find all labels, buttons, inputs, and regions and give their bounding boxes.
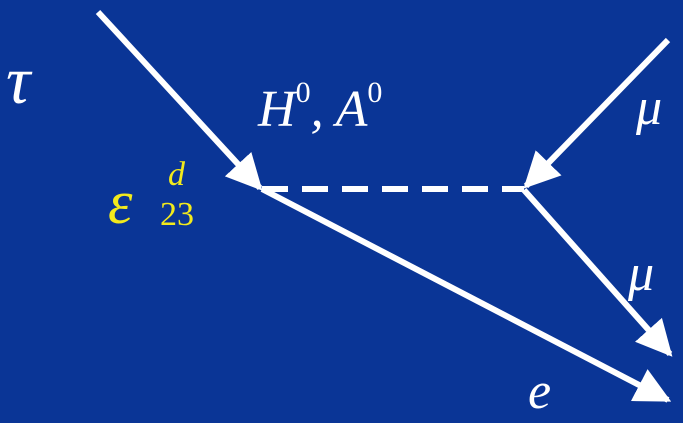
electron-propagator-line [260, 186, 672, 403]
mediator-a-superscript: 0 [367, 76, 383, 109]
muon-incoming-line [523, 37, 671, 189]
mediator-h-label: H [258, 81, 296, 138]
coupling-subscript: 23 [160, 196, 194, 233]
tau-propagator-line [95, 9, 263, 191]
coupling-superscript: d [168, 156, 185, 193]
muon-incoming-label: μ [636, 79, 663, 136]
muon-outgoing-label: μ [628, 245, 655, 302]
tau-label: τ [6, 42, 31, 118]
electron-label: e [528, 363, 552, 420]
coupling-symbol: ε [108, 169, 133, 237]
mediator-label: H0, A0 [258, 78, 382, 136]
muon-outgoing-line [521, 188, 673, 357]
mediator-h-superscript: 0 [295, 76, 311, 109]
coupling-label: ε d 23 [108, 158, 218, 238]
mediator-separator: , [310, 81, 336, 138]
mediator-a-label: A [335, 81, 368, 138]
